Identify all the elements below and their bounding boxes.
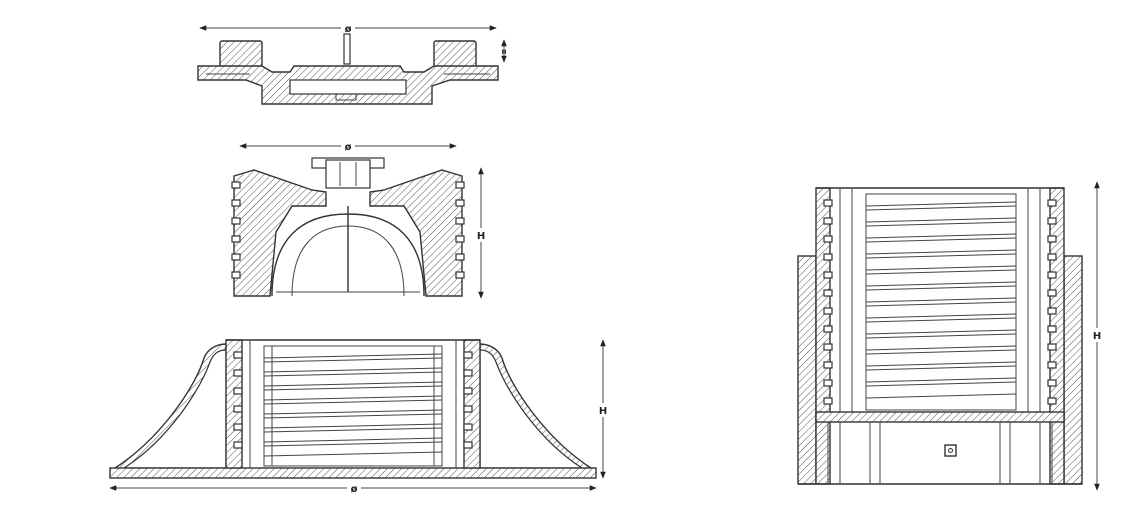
base-right-tube [463,339,481,469]
cap-center-pin [343,33,351,65]
base-section: ø H [109,339,610,495]
head-right-ribs [455,181,465,279]
extension-right-sleeve [1063,255,1083,485]
base-diameter-label: ø [351,484,358,495]
head-right-wall [369,169,463,297]
extension-wall-ribs [823,199,1057,405]
base-left-tube [225,339,243,469]
base-height-label: H [599,406,607,417]
extension-section: H [797,181,1104,491]
base-thread [263,345,443,467]
cap-left-pad [219,40,263,69]
base-plate [109,467,597,479]
cap-clip [335,94,357,101]
extension-left-sleeve [797,255,817,485]
cap-inner-recess [289,79,407,95]
extension-lock-hole [944,444,957,457]
extension-collar [815,411,1065,423]
head-left-wall [233,169,327,297]
cap-height-label: H [501,49,506,56]
head-center-socket [325,159,371,189]
head-section: ø H [231,139,488,299]
head-diameter-label: ø [345,142,352,153]
head-left-ribs [231,181,241,279]
cap-diameter-label: ø [345,24,352,35]
extension-height-label: H [1093,331,1101,342]
cap-right-pad [433,40,477,69]
cap-section: ø H [197,21,507,105]
base-tube-ribs [233,351,473,449]
extension-thread [865,193,1017,411]
head-height-label: H [477,231,485,242]
